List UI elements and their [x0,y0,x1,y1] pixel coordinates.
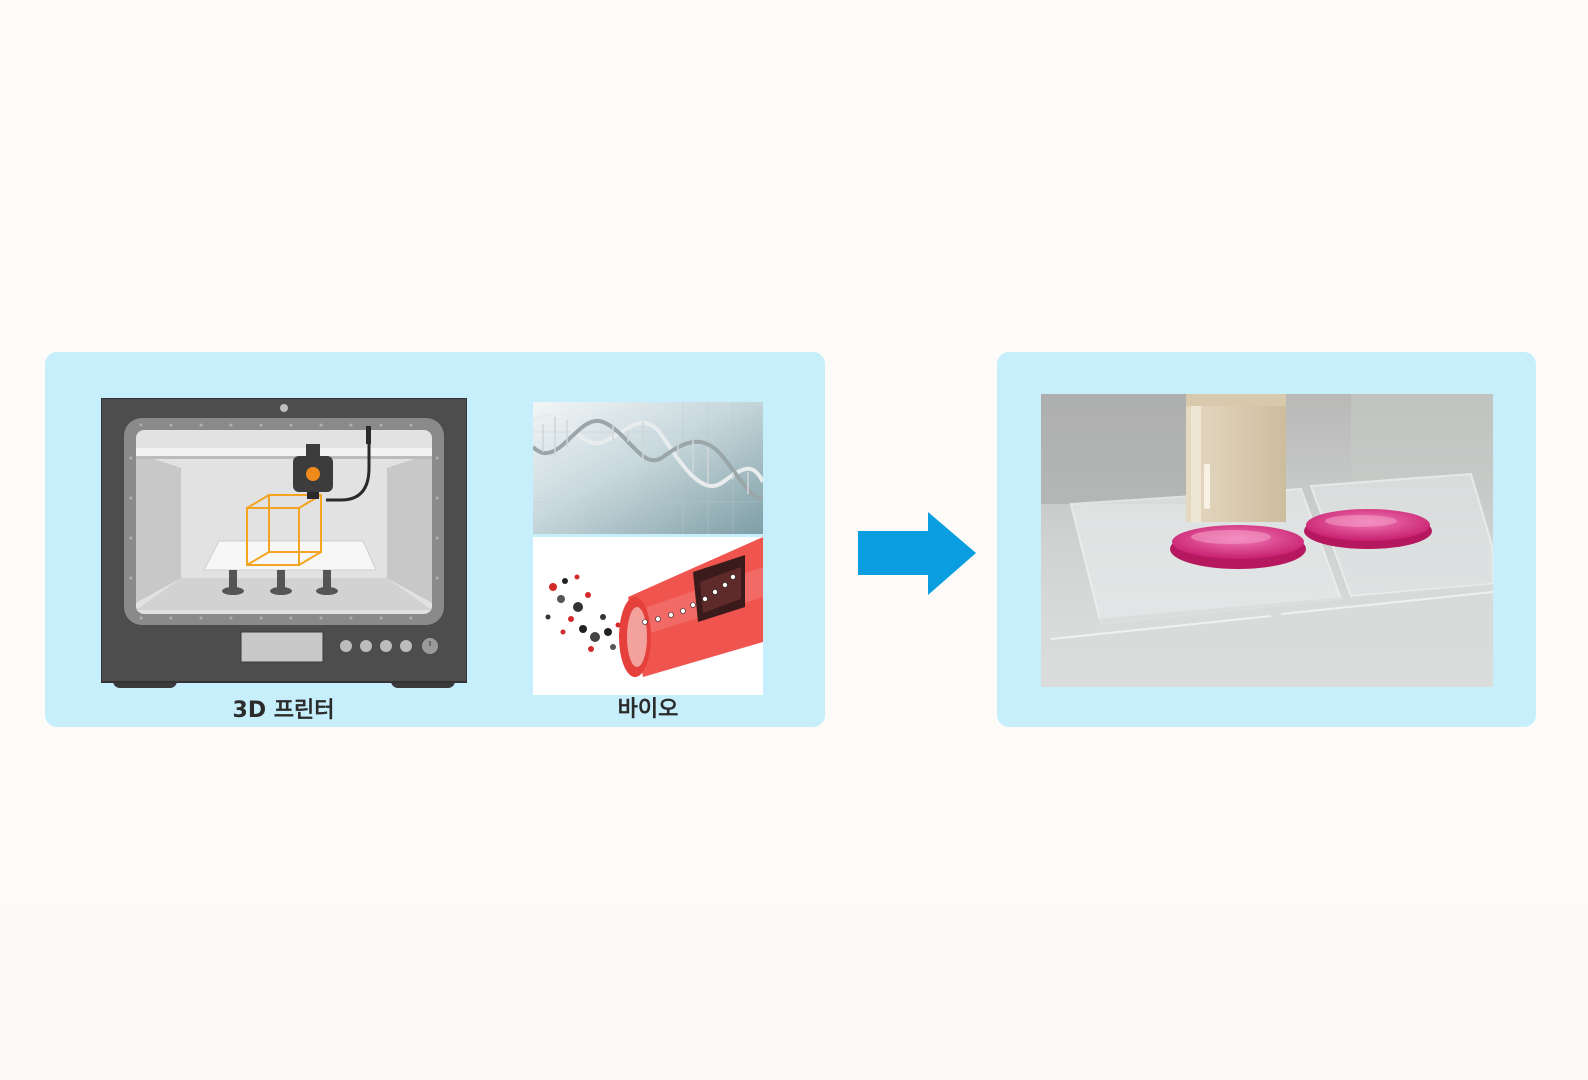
background-band [0,908,1588,1080]
bioprinting-photo [1041,394,1493,687]
printer-caption: 3D 프린터 [232,698,335,723]
printer-left-wall [136,453,181,603]
printer-top-rail [136,448,432,456]
printer-display [240,631,324,663]
right-arrow-icon [858,512,976,595]
printer-bed-legs [222,570,338,595]
molecule-chain [642,574,736,625]
3d-printer-illustration [101,398,467,688]
bioink-droplet-left [1170,525,1306,569]
printer-cable [326,428,371,502]
scattered-cells [545,574,621,652]
printer-right-wall [387,453,432,603]
bio-caption: 바이오 [617,697,679,722]
print-nozzle [1186,394,1286,522]
dna-strands [533,413,763,500]
dna-helix-photo [533,402,763,534]
bioink-droplet-right [1304,509,1432,549]
printer-buttons [340,640,412,652]
blood-vessel-illustration [533,537,763,695]
dna-rungs [542,417,749,494]
printer-rivets [129,423,439,620]
printer-camera-dot [280,404,288,412]
extruder-head-icon [293,444,333,499]
